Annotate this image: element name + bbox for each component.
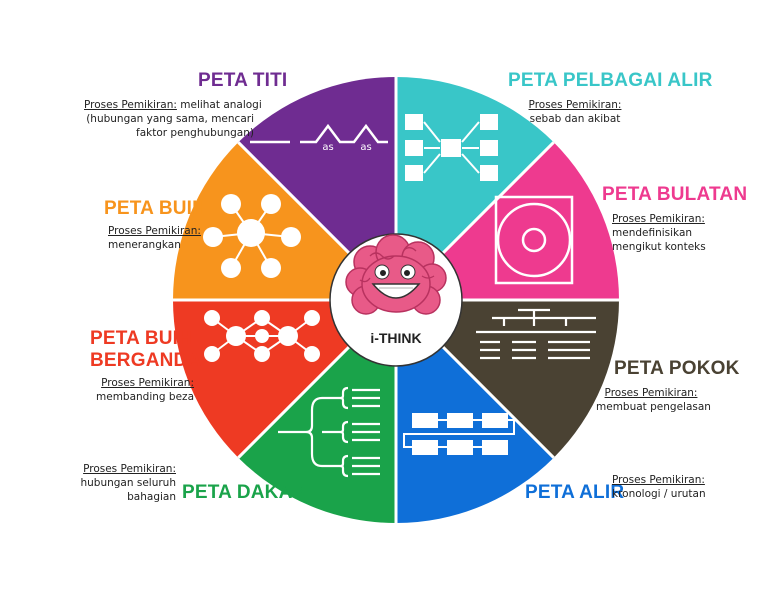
desc-line: (hubungan yang sama, mencari <box>86 113 254 125</box>
desc-peta-titi: Proses Pemikiran: melihat analogi (hubun… <box>84 98 262 140</box>
desc-line: sebab dan akibat <box>529 113 621 125</box>
title-peta-buih-berganda: PETA BUIH BERGANDA <box>90 328 201 372</box>
title-line: PETA BUIH <box>90 328 193 349</box>
process-label: Proses Pemikiran: <box>101 377 194 389</box>
bubble-map-icon <box>203 194 301 278</box>
flow-map-icon <box>403 413 515 455</box>
desc-peta-alir: Proses Pemikiran: kronologi / urutan <box>612 473 722 501</box>
desc-line: hubungan seluruh <box>80 477 176 489</box>
desc-line: faktor penghubungan) <box>136 127 254 139</box>
circle-map-icon <box>494 195 574 285</box>
title-peta-pokok: PETA POKOK <box>614 358 740 379</box>
sector-peta-dakap[interactable] <box>238 300 396 523</box>
double-bubble-map-icon <box>204 310 320 362</box>
sector-peta-pelbagai-alir[interactable] <box>396 76 554 300</box>
process-label: Proses Pemikiran: <box>84 99 177 111</box>
desc-line: kronologi / urutan <box>612 488 706 500</box>
brain-icon <box>345 234 447 315</box>
process-label: Proses Pemikiran: <box>108 225 201 237</box>
desc-line: menerangkan <box>108 239 181 251</box>
desc-peta-buih-berganda: Proses Pemikiran: membanding beza <box>84 376 194 404</box>
title-peta-dakap: PETA DAKAP <box>182 482 306 503</box>
process-label: Proses Pemikiran: <box>612 213 705 225</box>
desc-line: bahagian <box>127 491 176 503</box>
title-peta-buih: PETA BUIH <box>104 198 207 219</box>
sector-peta-alir[interactable] <box>396 300 554 523</box>
sector-peta-titi[interactable] <box>238 76 396 300</box>
bridge-map-icon <box>250 123 388 144</box>
process-label: Proses Pemikiran: <box>612 474 705 486</box>
center-brain-logo[interactable] <box>329 233 463 367</box>
desc-peta-buih: Proses Pemikiran: menerangkan <box>108 224 218 252</box>
bridge-map-as-1: as <box>322 142 333 153</box>
center-label: i-THINK <box>370 330 421 346</box>
desc-peta-pelbagai-alir: Proses Pemikiran: sebab dan akibat <box>520 98 630 126</box>
process-label: Proses Pemikiran: <box>604 387 698 399</box>
bridge-map-as-2: as <box>360 142 371 153</box>
sector-peta-pokok[interactable] <box>396 300 619 458</box>
desc-line: membanding beza <box>96 391 194 403</box>
desc-line: melihat analogi <box>180 99 262 111</box>
title-peta-alir: PETA ALIR <box>525 482 625 503</box>
desc-peta-bulatan: Proses Pemikiran: mendefinisikan mengiku… <box>612 212 722 254</box>
desc-line: membuat pengelasan <box>596 401 711 413</box>
process-label: Proses Pemikiran: <box>83 463 176 475</box>
title-peta-titi: PETA TITI <box>198 70 288 91</box>
process-label: Proses Pemikiran: <box>528 99 622 111</box>
desc-peta-dakap: Proses Pemikiran: hubungan seluruh bahag… <box>62 462 176 504</box>
tree-map-icon <box>476 308 596 360</box>
brace-map-icon <box>278 386 380 478</box>
desc-line: mengikut konteks <box>612 241 706 253</box>
multi-flow-map-icon <box>405 114 498 181</box>
title-peta-bulatan: PETA BULATAN <box>602 184 748 205</box>
title-line: BERGANDA <box>90 350 202 371</box>
desc-line: mendefinisikan <box>612 227 693 239</box>
desc-peta-pokok: Proses Pemikiran: membuat pengelasan <box>596 386 711 414</box>
title-peta-pelbagai-alir: PETA PELBAGAI ALIR <box>508 70 713 91</box>
